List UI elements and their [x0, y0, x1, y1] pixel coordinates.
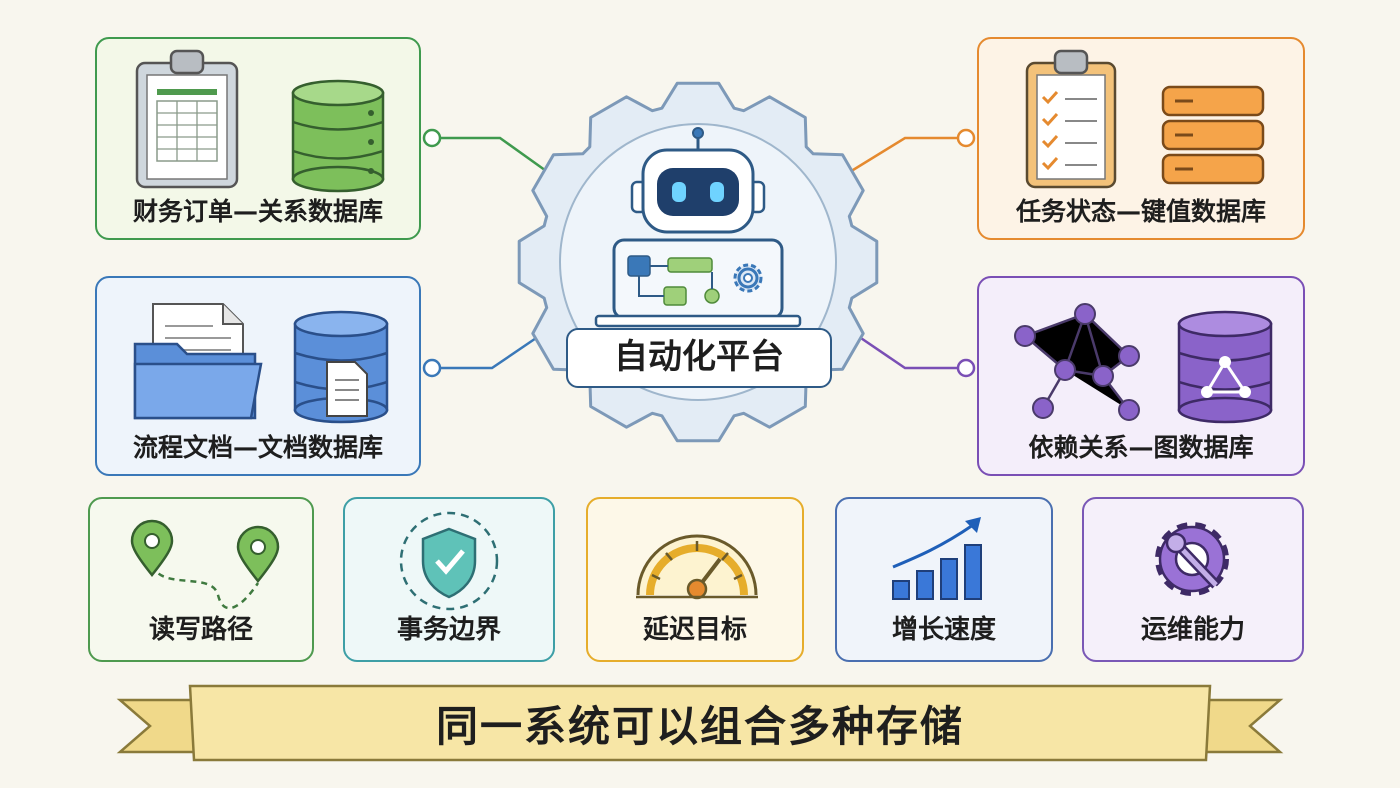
card-label: 增长速度 [891, 615, 996, 645]
card-label: 读写路径 [148, 615, 253, 645]
checklist-icon [1025, 49, 1117, 189]
shield-check-icon [399, 511, 499, 611]
key-value-stack-icon [1161, 85, 1265, 185]
connector-task [839, 136, 966, 180]
card-label: 任务状态—键值数据库 [1015, 197, 1266, 226]
folder-document-icon [133, 303, 263, 420]
card-process-document: 流程文档—文档数据库 [95, 276, 421, 476]
card-latency-target: 延迟目标 [586, 497, 804, 662]
card-label: 流程文档—文档数据库 [132, 433, 383, 462]
network-graph-icon [1014, 303, 1140, 421]
banner-title: 同一系统可以组合多种存储 [435, 702, 964, 751]
map-route-icon [130, 519, 280, 610]
connector-finance [432, 136, 557, 180]
database-graph-icon [1177, 310, 1273, 424]
platform-label: 自动化平台 [566, 328, 832, 388]
database-icon [291, 79, 385, 193]
clipboard-table-icon [135, 49, 239, 189]
card-label: 财务订单—关系数据库 [132, 197, 383, 226]
gear-wrench-icon [1155, 522, 1229, 596]
card-label: 延迟目标 [642, 615, 747, 645]
card-transaction-boundary: 事务边界 [343, 497, 555, 662]
robot-icon [594, 127, 802, 328]
card-label: 运维能力 [1140, 615, 1245, 645]
card-task-keyvalue: 任务状态—键值数据库 [977, 37, 1305, 240]
speedometer-icon [636, 534, 758, 600]
connector-graph [851, 330, 966, 370]
growth-chart-icon [892, 517, 982, 600]
card-dependency-graph: 依赖关系—图数据库 [977, 276, 1305, 476]
card-ops-capability: 运维能力 [1082, 497, 1304, 662]
card-finance-relational: 财务订单—关系数据库 [95, 37, 421, 240]
database-document-icon [293, 310, 389, 424]
card-read-write-path: 读写路径 [88, 497, 314, 662]
connector-doc [432, 330, 546, 370]
card-growth-rate: 增长速度 [835, 497, 1053, 662]
card-label: 事务边界 [396, 615, 501, 645]
card-label: 依赖关系—图数据库 [1028, 433, 1254, 462]
